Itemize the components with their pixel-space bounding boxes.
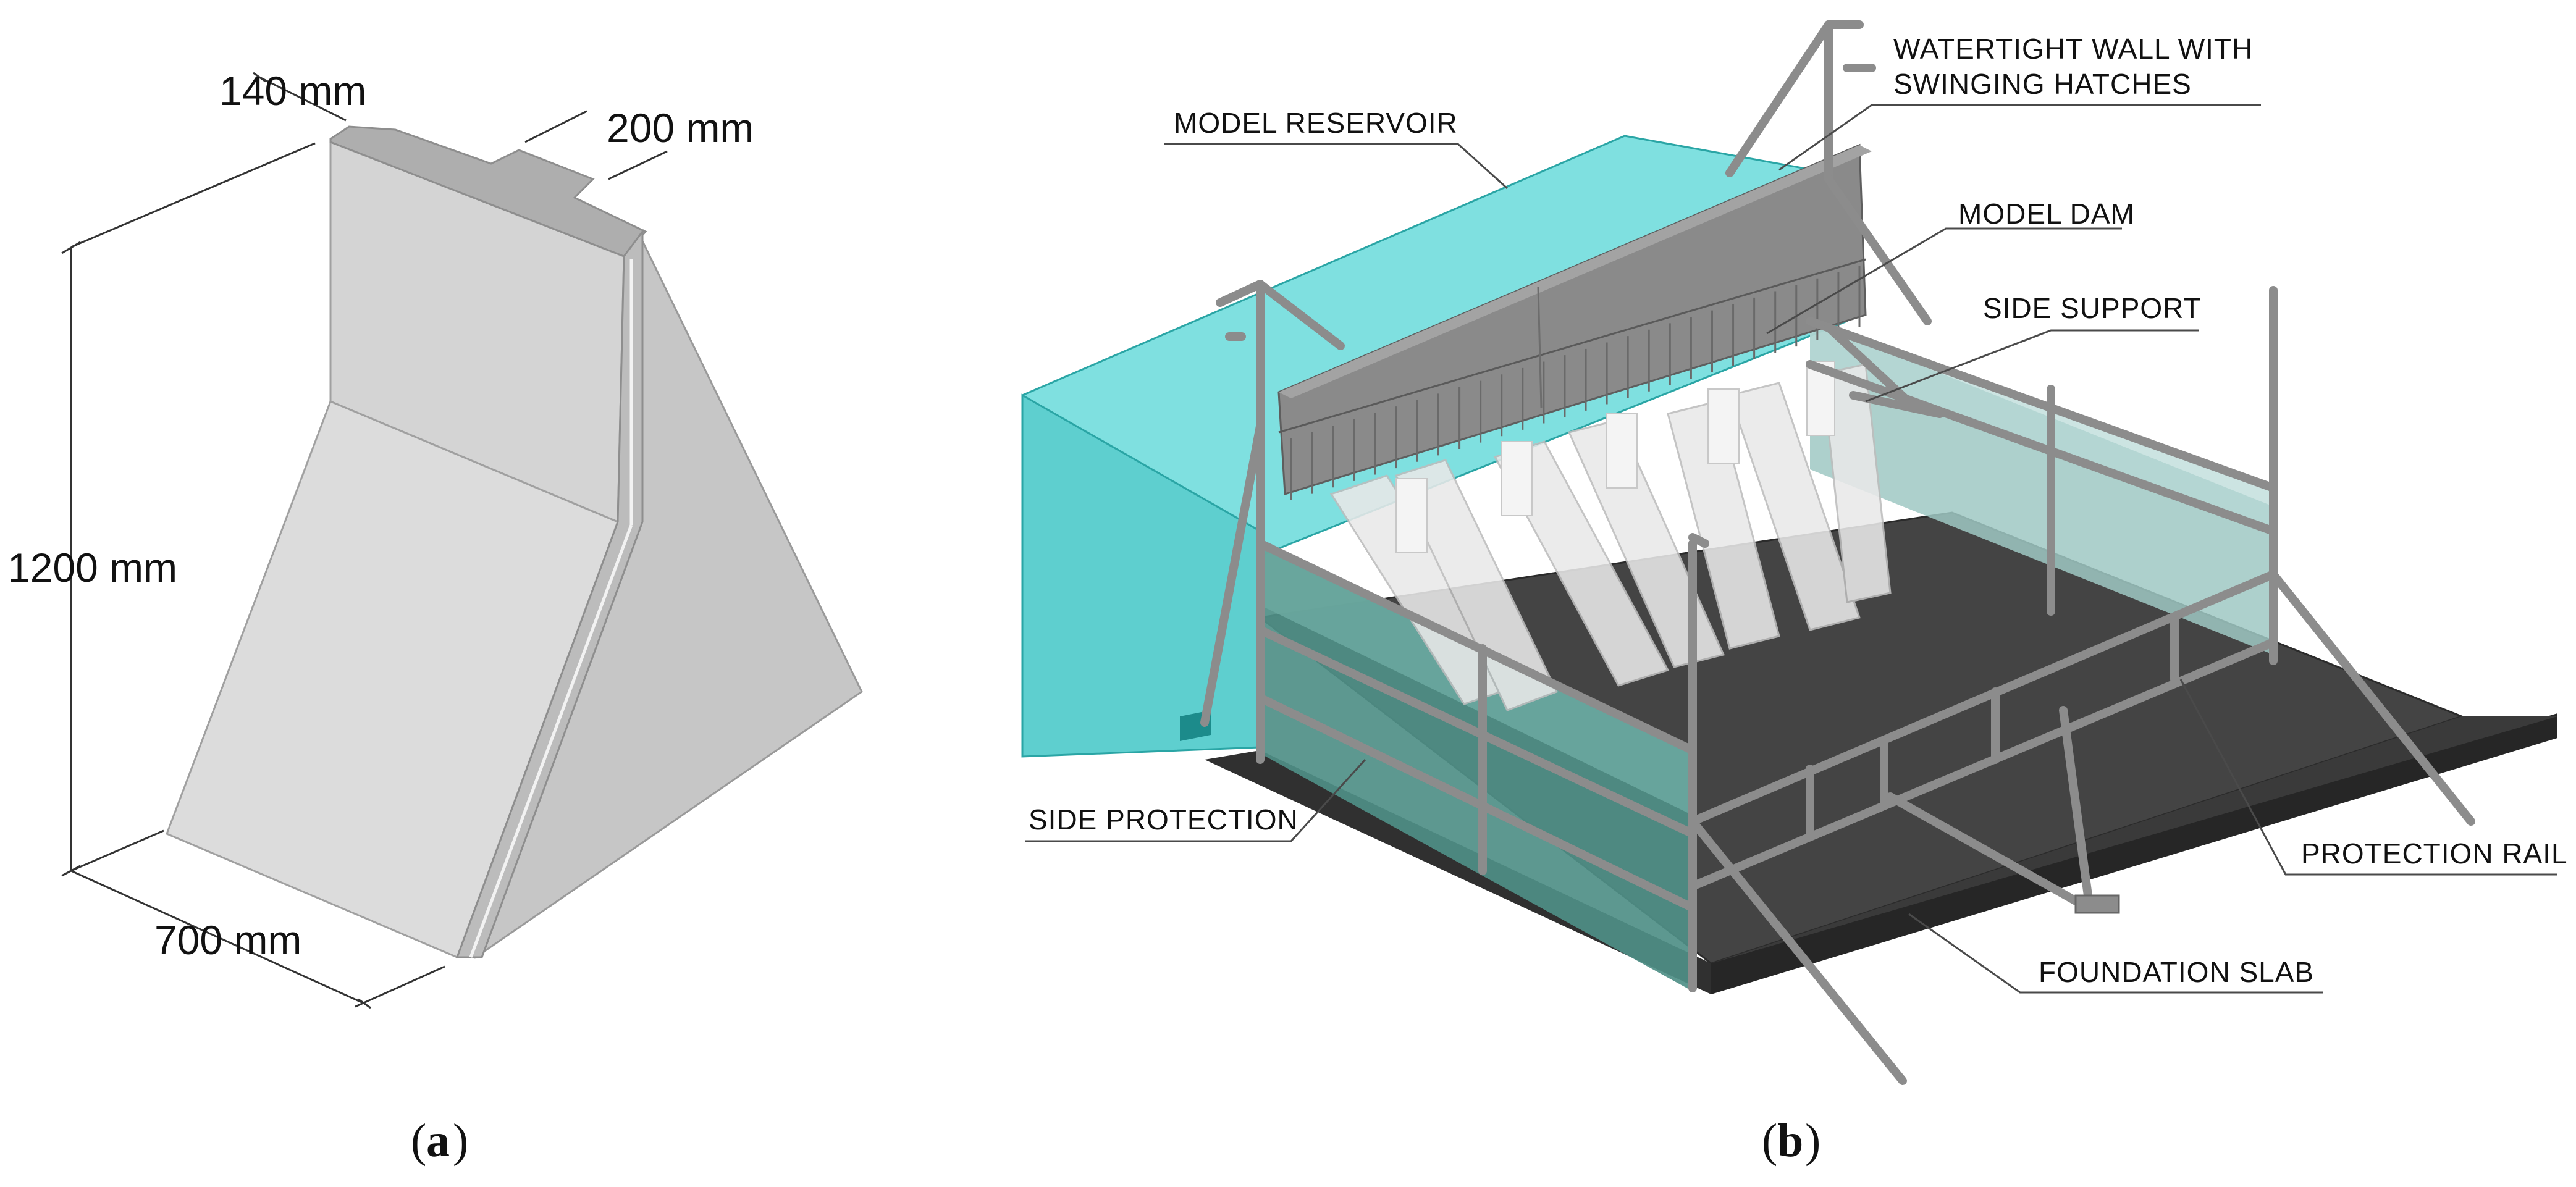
label-model-dam: MODEL DAM <box>1958 198 2135 230</box>
svg-text:(: ( <box>411 1115 426 1167</box>
hatch-lines <box>1290 266 1861 500</box>
caption-a-letter: a <box>426 1115 450 1167</box>
dam-block-crest <box>329 125 647 258</box>
label-model-reservoir: MODEL RESERVOIR <box>1174 107 1458 139</box>
dim-140mm: 140 mm <box>219 68 366 114</box>
label-side-protection: SIDE PROTECTION <box>1029 803 1299 836</box>
svg-text:): ) <box>1805 1115 1820 1167</box>
label-watertight-wall-line2: SWINGING HATCHES <box>1893 68 2192 100</box>
panel-a: 140 mm 200 mm 1200 mm 700 mm ( a ) <box>7 68 863 1167</box>
watertight-wall <box>1277 143 1872 500</box>
dim-700mm: 700 mm <box>154 917 301 963</box>
dim-200mm: 200 mm <box>607 105 754 151</box>
caption-b: ( b ) <box>1762 1115 1820 1167</box>
panel-b: MODEL RESERVOIR WATERTIGHT WALL WITH SWI… <box>1021 20 2568 1167</box>
dimension-lines <box>61 72 668 1009</box>
dim-1200mm: 1200 mm <box>7 545 177 590</box>
label-foundation-slab: FOUNDATION SLAB <box>2039 956 2314 988</box>
label-side-support: SIDE SUPPORT <box>1983 292 2202 324</box>
caption-a: ( a ) <box>411 1115 468 1167</box>
protection-rail <box>1200 20 2475 1085</box>
label-watertight-wall-line1: WATERTIGHT WALL WITH <box>1893 33 2253 65</box>
label-protection-rail: PROTECTION RAIL <box>2301 837 2568 870</box>
leader-lines <box>1025 104 2557 994</box>
svg-text:): ) <box>453 1115 468 1167</box>
rail-foot-plate <box>2074 894 2120 914</box>
svg-text:(: ( <box>1762 1115 1777 1167</box>
caption-b-letter: b <box>1777 1115 1803 1167</box>
